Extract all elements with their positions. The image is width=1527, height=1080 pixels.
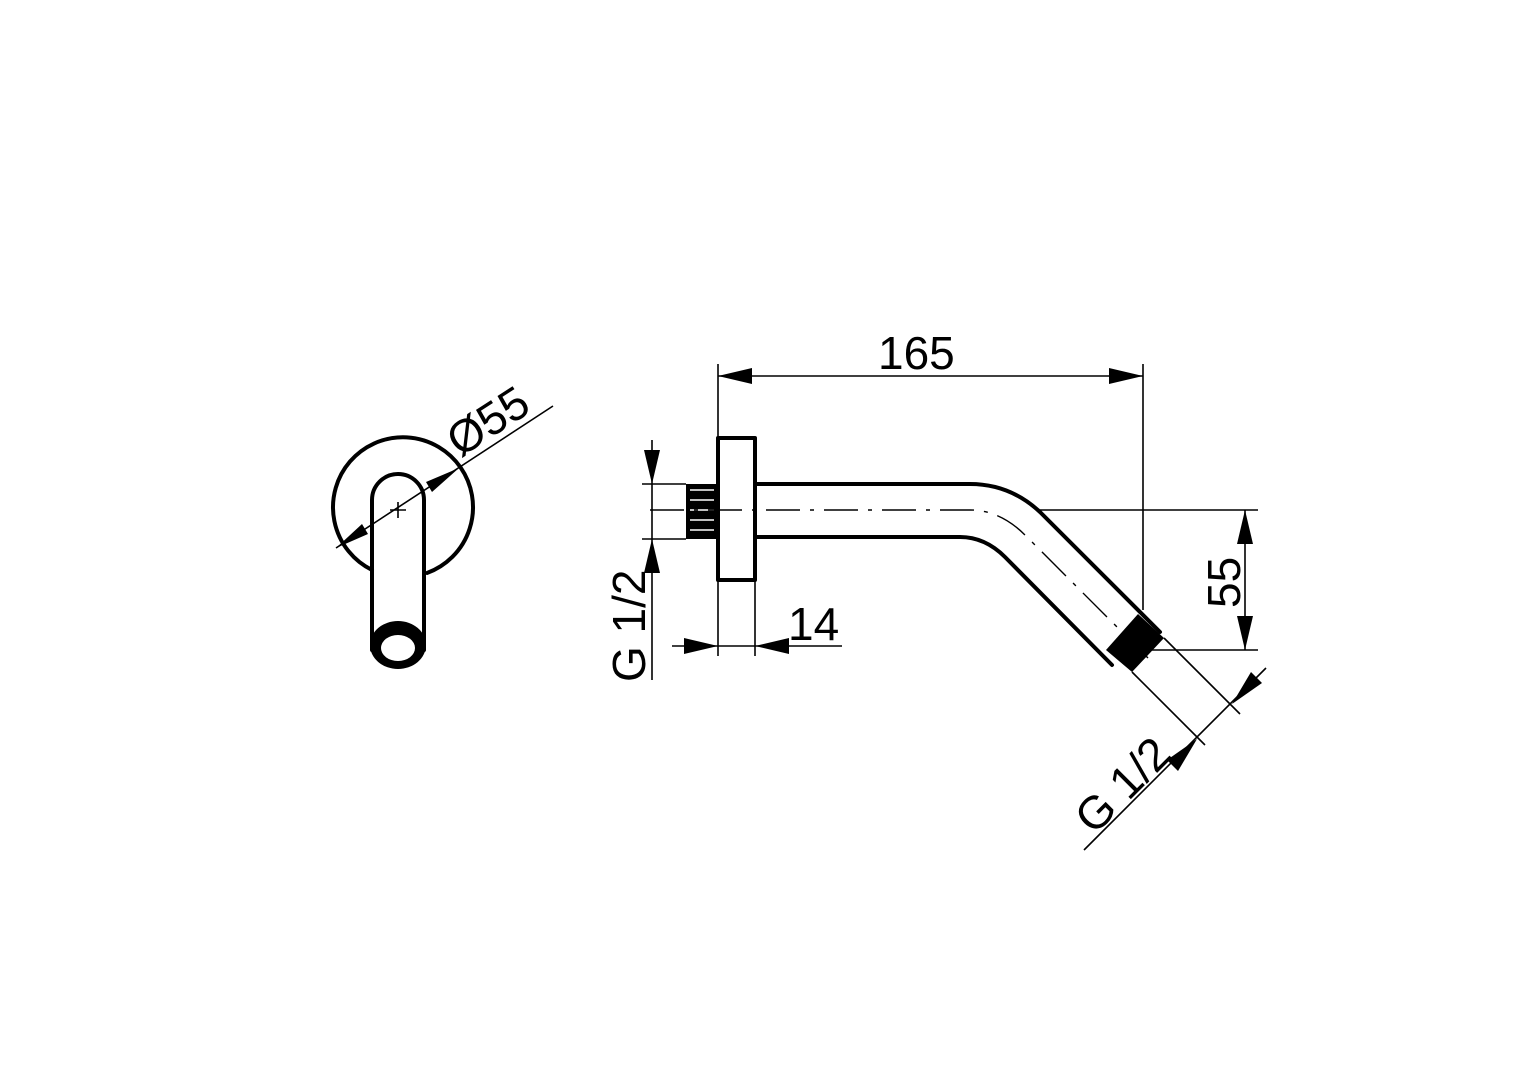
diameter-arrow-left bbox=[336, 524, 368, 548]
outlet-ext-line-b bbox=[1163, 637, 1241, 715]
outlet-thread bbox=[1106, 614, 1164, 672]
outlet-arrow-lower bbox=[1167, 739, 1197, 771]
length-arrow-right bbox=[1109, 368, 1143, 384]
side-view: 165 14 G 1/2 55 G 1/2 bbox=[603, 327, 1267, 851]
inlet-thread-label: G 1/2 bbox=[603, 569, 655, 682]
front-view: Ø55 bbox=[331, 375, 554, 669]
flange-arrow-left bbox=[684, 638, 718, 654]
inlet-thread-ridges bbox=[690, 489, 714, 531]
inlet-arrow-top bbox=[644, 450, 660, 484]
arm-outline-top bbox=[755, 482, 1162, 634]
length-label: 165 bbox=[878, 327, 955, 379]
arm-bore bbox=[381, 635, 415, 661]
inlet-arrow-bottom bbox=[644, 539, 660, 573]
flange-thickness-label: 14 bbox=[788, 598, 839, 650]
diameter-label: Ø55 bbox=[437, 375, 538, 466]
rosette-outline bbox=[331, 435, 475, 575]
arm-centerline bbox=[650, 509, 1149, 659]
flange-arrow-right bbox=[755, 638, 789, 654]
drop-arrow-bottom bbox=[1237, 616, 1253, 650]
drop-arrow-top bbox=[1237, 510, 1253, 544]
flange bbox=[716, 436, 757, 582]
outlet-thread-label: G 1/2 bbox=[1064, 727, 1180, 843]
diameter-arrow-right bbox=[426, 468, 459, 492]
arm-outline-bottom bbox=[755, 535, 1114, 667]
outlet-arrow-upper bbox=[1232, 672, 1262, 704]
outlet-ext-line-a bbox=[1131, 671, 1206, 746]
drop-label: 55 bbox=[1198, 557, 1250, 608]
length-arrow-left bbox=[718, 368, 752, 384]
